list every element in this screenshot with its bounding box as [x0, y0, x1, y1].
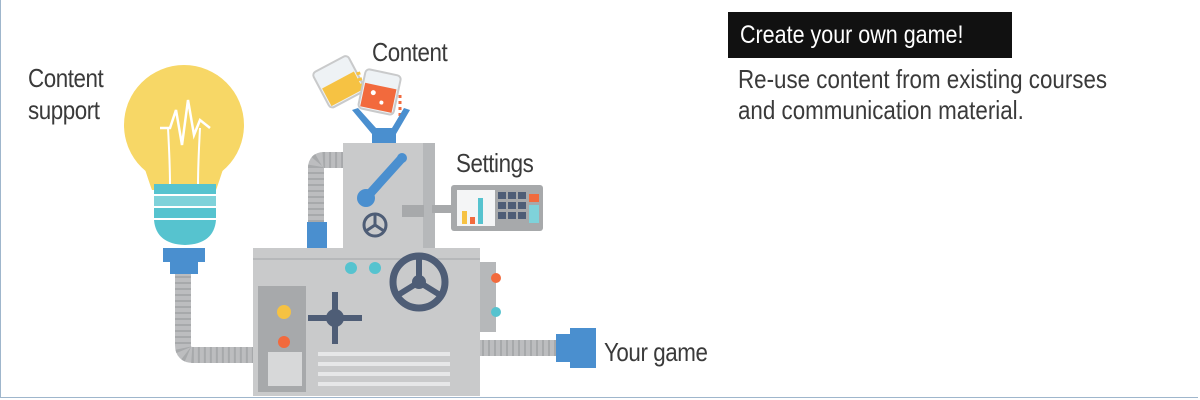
panel-description-line: Re-use content from existing courses	[738, 64, 1108, 94]
output-plug-icon	[556, 328, 596, 368]
panel-title: Create your own game!	[728, 12, 1012, 58]
bulb-tube	[175, 270, 258, 363]
beaker-icon	[312, 55, 402, 118]
panel-description-line: and communication material.	[738, 95, 1024, 125]
panel-title-text: Create your own game!	[740, 21, 964, 49]
label-content: Content	[372, 37, 448, 67]
label-content-support: Content support	[28, 63, 104, 125]
output-tube	[470, 340, 560, 356]
hopper	[352, 108, 410, 143]
label-settings: Settings	[456, 148, 534, 178]
wheel-icon	[389, 252, 449, 312]
panel-description: Re-use content from existing courses and…	[738, 64, 1134, 126]
upper-tube	[308, 152, 344, 222]
settings-panel-icon	[451, 185, 543, 231]
machine-icon	[253, 143, 501, 396]
lightbulb-icon	[124, 65, 244, 274]
label-your-game: Your game	[604, 337, 708, 367]
